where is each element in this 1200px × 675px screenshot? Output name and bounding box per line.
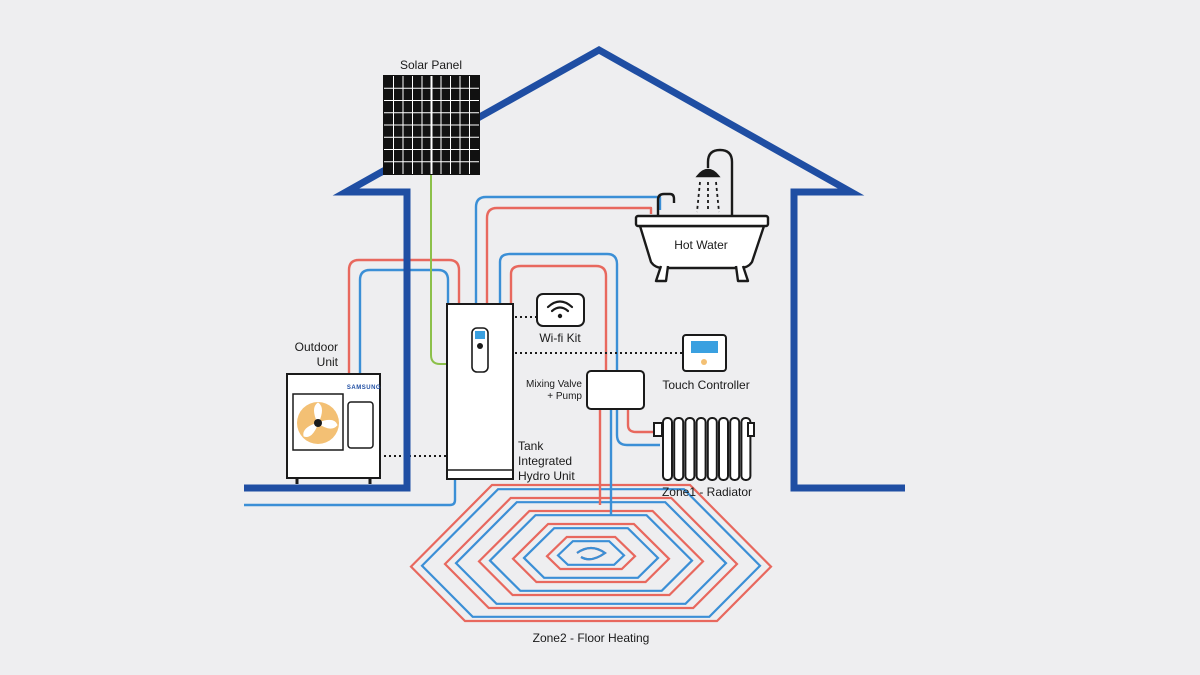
heating-cold-pipe bbox=[498, 252, 619, 372]
outdoor-brand-text: SAMSUNG bbox=[347, 385, 381, 391]
radiator-icon bbox=[653, 417, 755, 481]
floor-heating-coil-icon bbox=[409, 483, 773, 623]
hotwater-hot-pipe bbox=[485, 206, 653, 305]
hotwater-cold-pipe bbox=[474, 195, 662, 305]
tank-label-line3: Hydro Unit bbox=[518, 469, 575, 483]
fan-icon bbox=[297, 402, 339, 444]
outdoor-unit-label-line1: Outdoor bbox=[294, 340, 338, 354]
wifi-icon bbox=[536, 293, 585, 327]
mixing-valve-icon bbox=[586, 370, 645, 410]
hot-water-label: Hot Water bbox=[674, 238, 728, 252]
solar-panel-icon bbox=[383, 75, 480, 175]
shower-icon bbox=[695, 148, 734, 216]
tank-label-line1: Tank bbox=[518, 439, 544, 453]
outdoor-unit-label: Outdoor Unit bbox=[295, 340, 338, 370]
tank-label-line2: Integrated bbox=[518, 454, 573, 468]
solar-panel-label: Solar Panel bbox=[399, 58, 463, 72]
signal-lines bbox=[384, 316, 682, 457]
solar-wire bbox=[430, 174, 449, 365]
outdoor-unit-label-line2: Unit bbox=[316, 355, 338, 369]
radiator-hot-pipe bbox=[626, 409, 660, 434]
mixing-valve-label-line1: Mixing Valve bbox=[526, 379, 582, 390]
pipes bbox=[244, 195, 662, 516]
heating-hot-pipe bbox=[509, 264, 608, 372]
radiator-cold-pipe bbox=[615, 409, 660, 447]
touch-controller-icon bbox=[682, 334, 727, 372]
zone1-label: Zone1 - Radiator bbox=[661, 485, 753, 499]
supply-pipe bbox=[244, 480, 457, 507]
wifi-kit-label: Wi-fi Kit bbox=[539, 331, 581, 345]
touch-controller-label: Touch Controller bbox=[662, 378, 750, 392]
tank-label: Tank Integrated Hydro Unit bbox=[518, 439, 575, 484]
mixing-valve-label: Mixing Valve + Pump bbox=[526, 379, 582, 403]
zone2-label: Zone2 - Floor Heating bbox=[532, 631, 650, 645]
house-outline bbox=[244, 45, 905, 492]
bathtub-icon bbox=[634, 192, 770, 283]
hydro-unit-icon bbox=[446, 303, 514, 480]
mixing-valve-label-line2: + Pump bbox=[547, 391, 582, 402]
